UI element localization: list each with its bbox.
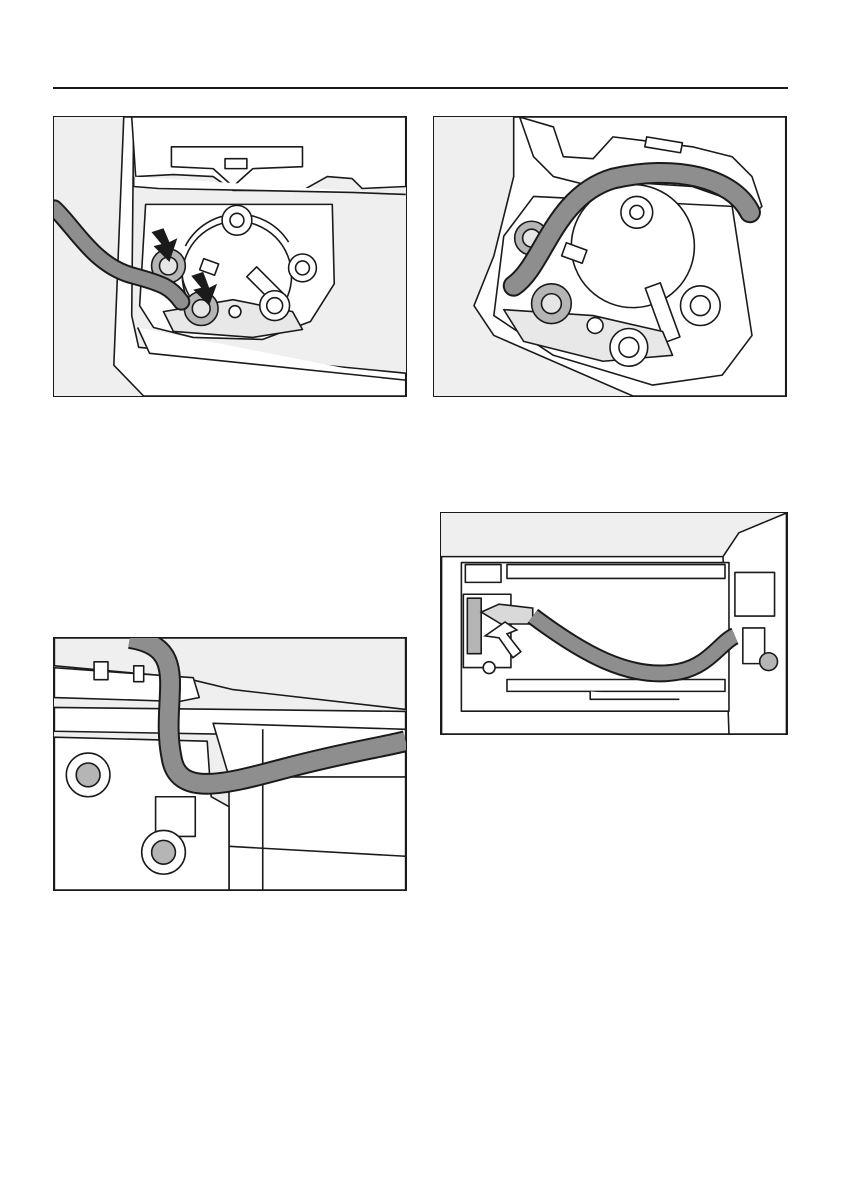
cable-connector-plug-illustration: [441, 513, 787, 734]
figure-hinge-cable-routed: [433, 116, 787, 397]
hinge-screws-arrows-illustration: [54, 117, 406, 396]
cable-bracket-illustration: [54, 638, 406, 890]
hinge-cable-routed-illustration: [434, 117, 786, 396]
figure-cable-connector: [440, 512, 788, 735]
figure-cable-bracket: [53, 637, 407, 891]
header-rule: [53, 87, 788, 89]
figure-hinge-screws: [53, 116, 407, 397]
